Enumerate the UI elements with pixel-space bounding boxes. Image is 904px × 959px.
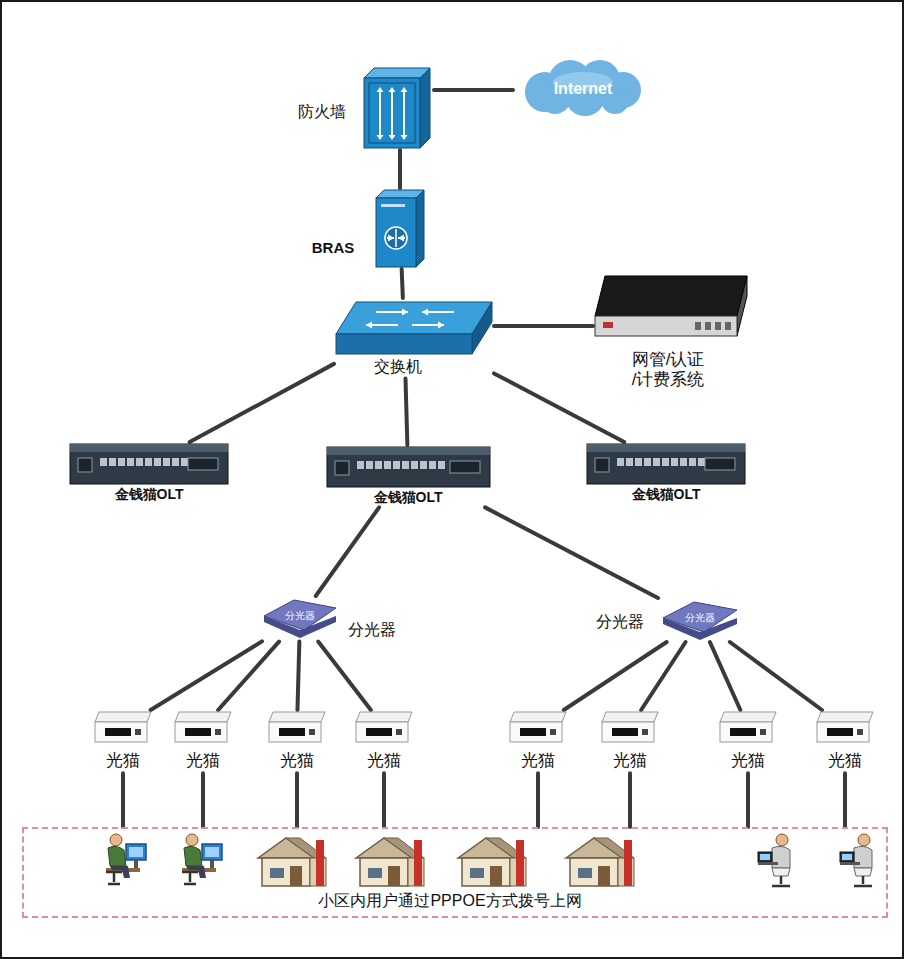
user-icon	[758, 834, 790, 886]
fiber-link	[151, 641, 262, 710]
switch-icon	[336, 300, 492, 354]
olt-icon	[70, 444, 228, 484]
fiber-link	[434, 88, 513, 92]
fiber-link	[746, 773, 750, 827]
house-icon	[566, 838, 634, 886]
modem-icon	[510, 712, 566, 742]
server-node: 网管/认证 /计费系统	[593, 274, 749, 392]
modem-icon	[720, 712, 776, 742]
switch-node: 交换机	[334, 298, 494, 379]
splitter-node: 分光器 分光器	[594, 598, 739, 642]
device-label: 光猫	[186, 751, 220, 771]
firewall-icon	[364, 68, 432, 148]
device-label: 交换机	[374, 357, 422, 376]
modem-node: 光猫	[93, 710, 153, 773]
cloud-node: Internet	[513, 58, 652, 118]
olt-icon	[587, 444, 745, 484]
device-label: BRAS	[312, 239, 355, 257]
device-label: 小区内用户通过PPPOE方式拨号上网	[318, 891, 581, 910]
fiber-link	[494, 324, 593, 328]
house-icon	[458, 838, 526, 886]
fiber-link	[843, 773, 847, 827]
fiber-link	[564, 642, 667, 710]
modem-icon	[95, 712, 151, 742]
device-label: 金钱猫OLT	[115, 486, 184, 503]
device-label: 分光器	[596, 612, 644, 631]
splitter-node: 分光器分光器	[262, 596, 398, 642]
fiber-link	[121, 773, 125, 827]
fiber-link	[190, 364, 334, 442]
device-label: 光猫	[521, 751, 555, 771]
device-label: 光猫	[613, 751, 647, 771]
device-label: 光猫	[367, 751, 401, 771]
fiber-link	[494, 373, 624, 442]
modem-icon	[602, 712, 658, 742]
device-label: 光猫	[828, 751, 862, 771]
user-icon	[182, 834, 222, 884]
modem-icon	[269, 712, 325, 742]
modem-node: 光猫	[600, 710, 660, 773]
fiber-link	[316, 507, 379, 596]
fiber-link	[398, 150, 402, 188]
device-label: 光猫	[106, 751, 140, 771]
device-label: 分光器	[348, 620, 396, 639]
olt-icon	[327, 447, 490, 487]
fiber-link	[382, 773, 386, 827]
device-label: 防火墙	[298, 102, 346, 121]
modem-node: 光猫	[354, 710, 414, 773]
fiber-link	[536, 773, 540, 827]
fiber-link	[730, 642, 822, 710]
modem-node: 光猫	[508, 710, 568, 773]
fiber-link	[628, 773, 632, 827]
modem-icon	[175, 712, 231, 742]
user-icon	[840, 834, 872, 886]
firewall-node: 防火墙	[296, 66, 434, 150]
bras-node: BRAS	[310, 188, 426, 269]
fiber-link	[402, 269, 403, 298]
device-label: 光猫	[731, 751, 765, 771]
fiber-link	[201, 773, 205, 827]
user-area: 小区内用户通过PPPOE方式拨号上网	[22, 827, 888, 918]
modem-icon	[356, 712, 412, 742]
fiber-link	[485, 507, 658, 598]
device-label: Internet	[554, 79, 613, 98]
olt-node: 金钱猫OLT	[585, 442, 747, 504]
fiber-link	[641, 642, 685, 710]
device-mark: 分光器	[285, 610, 315, 622]
device-mark: 分光器	[685, 612, 715, 624]
device-label: 金钱猫OLT	[632, 486, 701, 503]
device-label: 网管/认证 /计费系统	[629, 350, 707, 391]
fiber-link	[710, 642, 741, 710]
olt-node: 金钱猫OLT	[68, 442, 230, 504]
fiber-link	[318, 642, 371, 710]
user-icon	[106, 834, 146, 884]
device-label: 金钱猫OLT	[374, 489, 443, 506]
modem-node: 光猫	[173, 710, 233, 773]
modem-node: 光猫	[267, 710, 327, 773]
olt-node: 金钱猫OLT	[325, 445, 492, 507]
house-icon	[258, 838, 326, 886]
fiber-link	[297, 642, 299, 710]
server-icon	[595, 276, 747, 338]
modem-icon	[817, 712, 873, 742]
fiber-link	[405, 379, 407, 445]
modem-node: 光猫	[718, 710, 778, 773]
fiber-link	[295, 773, 299, 827]
bras-icon	[376, 190, 424, 267]
fiber-link	[218, 642, 279, 710]
modem-node: 光猫	[815, 710, 875, 773]
house-icon	[356, 838, 424, 886]
device-label: 光猫	[280, 751, 314, 771]
